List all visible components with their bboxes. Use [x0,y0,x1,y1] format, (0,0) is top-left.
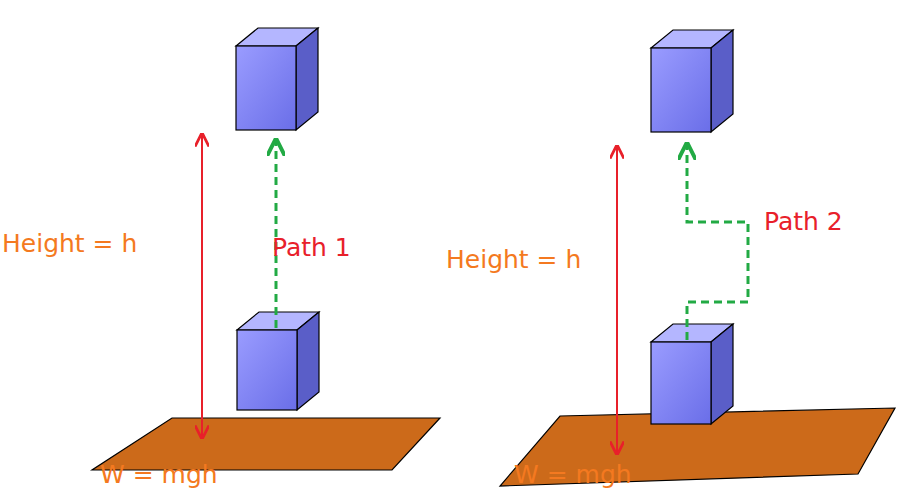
block [651,30,733,132]
block [236,28,318,130]
work-label: W = mgh [100,461,218,489]
path-label: Path 1 [272,234,351,262]
height-label: Height = h [446,246,581,274]
work-label: W = mgh [514,461,632,489]
path-label: Path 2 [764,208,843,236]
height-arrow [201,134,203,438]
block [651,324,733,424]
block [237,312,319,410]
path-arrow [687,144,748,340]
height-label: Height = h [2,230,137,258]
height-arrow [616,146,618,454]
